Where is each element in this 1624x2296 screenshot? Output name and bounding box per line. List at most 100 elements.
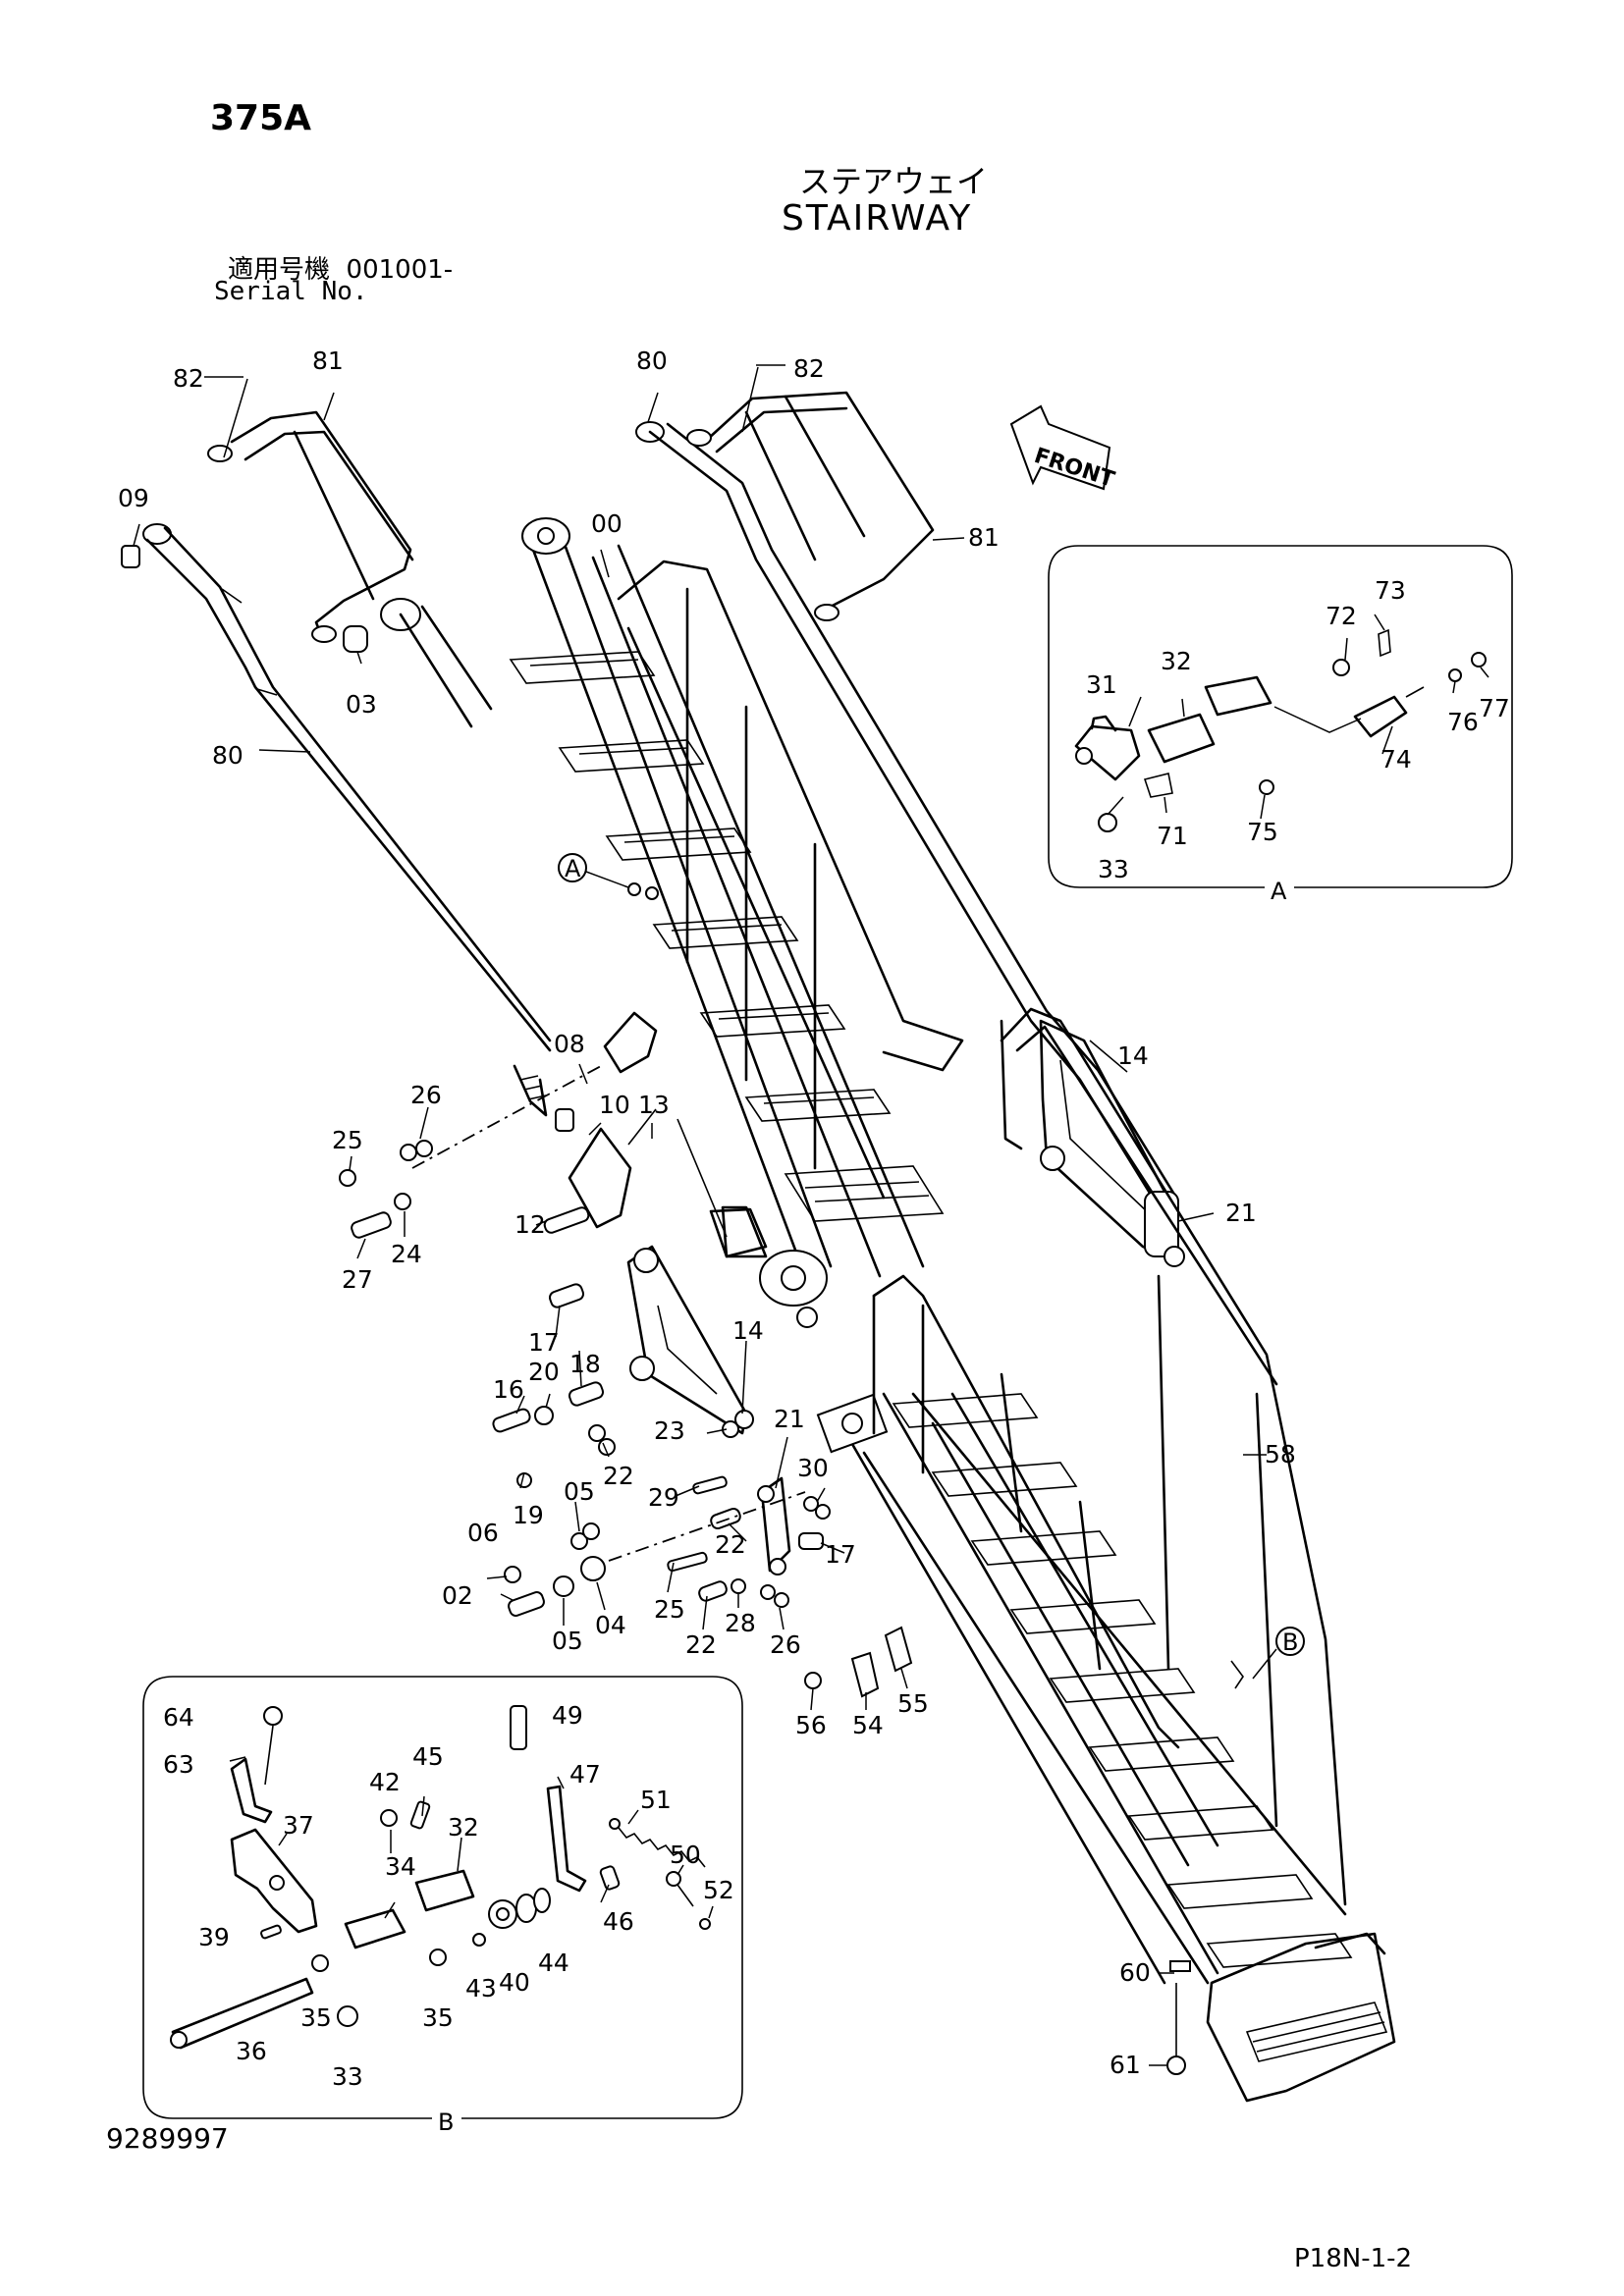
part-label: 33 — [332, 2062, 363, 2091]
part-label: 77 — [1479, 694, 1510, 722]
detail-a-labels: 31 32 33 71 72 73 74 75 76 77 — [1086, 576, 1510, 883]
part-label: 26 — [770, 1630, 801, 1659]
page-title-japanese: ステアウェイ — [799, 163, 989, 200]
part-label: 45 — [412, 1742, 444, 1771]
part-label: 14 — [732, 1316, 764, 1345]
lower-stairway: B — [816, 1007, 1396, 2103]
small-parts-main — [339, 1011, 1191, 1972]
part-label: 32 — [448, 1813, 479, 1842]
callout-leaders — [133, 364, 1267, 2066]
part-label: 12 — [514, 1210, 546, 1239]
part-label: 06 — [467, 1519, 499, 1547]
part-label: 02 — [442, 1581, 473, 1610]
serial-value: 001001- — [346, 255, 454, 285]
detail-b-labels: 64 63 37 42 45 34 32 39 35 36 33 35 43 4… — [163, 1701, 734, 2091]
detail-b-box: B — [142, 1676, 743, 2136]
part-label: 24 — [391, 1240, 422, 1268]
part-label: 44 — [538, 1949, 569, 1977]
part-label: 80 — [636, 347, 668, 375]
part-label: 04 — [595, 1611, 626, 1639]
part-label: 74 — [1380, 745, 1412, 774]
detail-a-box: A — [1048, 545, 1513, 905]
part-label: 43 — [465, 1974, 497, 2002]
part-label: 05 — [552, 1627, 583, 1655]
page-code: P18N-1-2 — [1294, 2244, 1413, 2273]
part-label: 39 — [198, 1923, 230, 1951]
part-label: 37 — [283, 1811, 314, 1840]
part-label: 56 — [795, 1711, 827, 1739]
part-label: 64 — [163, 1703, 194, 1732]
serial-label-jp-text: 適用号機 — [228, 255, 331, 285]
part-label: 22 — [715, 1530, 746, 1559]
part-label: 73 — [1375, 576, 1406, 605]
part-label: 18 — [569, 1350, 601, 1378]
part-label: 29 — [648, 1483, 679, 1512]
part-label: 19 — [513, 1501, 544, 1529]
part-label: 17 — [528, 1328, 560, 1357]
part-label: 55 — [897, 1689, 929, 1718]
part-label: 72 — [1326, 602, 1357, 630]
part-label: 03 — [346, 690, 377, 719]
part-label: 63 — [163, 1750, 194, 1779]
bracket-14-right — [1039, 1019, 1185, 1267]
part-label: 42 — [369, 1768, 401, 1796]
handrail-81-left — [207, 410, 414, 643]
part-label: 51 — [640, 1786, 672, 1814]
part-label: 14 — [1117, 1041, 1149, 1070]
part-label: 28 — [725, 1609, 756, 1637]
part-label: 20 — [528, 1358, 560, 1386]
part-label: 75 — [1247, 818, 1278, 846]
part-label: 52 — [703, 1876, 734, 1904]
page-title: STAIRWAY — [782, 198, 973, 239]
part-label: 25 — [654, 1595, 685, 1624]
serial-label: Serial No. — [214, 277, 368, 306]
front-arrow-icon: FRONT — [1009, 404, 1117, 493]
detail-b-caption: B — [438, 2109, 454, 2136]
part-label: 35 — [300, 2003, 332, 2032]
part-label: 54 — [852, 1711, 884, 1739]
part-label: 21 — [774, 1405, 805, 1433]
part-label: 50 — [670, 1841, 701, 1869]
part-label: 40 — [499, 1968, 530, 1997]
part-label: 22 — [685, 1630, 717, 1659]
part-label: 10 — [599, 1091, 630, 1119]
part-label: 22 — [603, 1462, 634, 1490]
part-label: 30 — [797, 1454, 829, 1482]
part-label: 31 — [1086, 670, 1117, 699]
part-label: 49 — [552, 1701, 583, 1730]
part-labels: 82 81 09 03 80 80 82 00 81 14 21 08 10 1… — [118, 347, 1296, 2079]
part-label: 09 — [118, 484, 149, 512]
detail-a-caption: A — [1271, 878, 1287, 905]
part-label: 33 — [1098, 855, 1129, 883]
part-label: 35 — [422, 2003, 454, 2032]
part-label: 21 — [1225, 1199, 1257, 1227]
part-label: 05 — [564, 1477, 595, 1506]
part-label: 82 — [793, 354, 825, 383]
part-label: 61 — [1110, 2051, 1141, 2079]
part-label: 32 — [1161, 647, 1192, 675]
callout-b: B — [1282, 1629, 1298, 1656]
part-label: 82 — [173, 364, 204, 393]
part-label: 25 — [332, 1126, 363, 1154]
serial-label-japanese: 適用号機 001001- — [228, 249, 453, 286]
part-label: 27 — [342, 1265, 373, 1294]
part-label: 81 — [312, 347, 344, 375]
rod-80-left — [121, 523, 552, 1117]
model-code: 375A — [210, 98, 312, 138]
part-label: 36 — [236, 2037, 267, 2065]
part-label: 80 — [212, 741, 244, 770]
part-label: 46 — [603, 1907, 634, 1936]
part-label: 13 — [638, 1091, 670, 1119]
part-label: 71 — [1157, 822, 1188, 850]
part-label: 47 — [569, 1760, 601, 1789]
part-label: 00 — [591, 509, 623, 538]
part-label: 17 — [825, 1540, 856, 1569]
part-label: 58 — [1265, 1440, 1296, 1468]
part-label: 26 — [410, 1081, 442, 1109]
part-label: 76 — [1447, 708, 1479, 736]
part-label: 81 — [968, 523, 1000, 552]
document-number: 9289997 — [106, 2122, 229, 2155]
part-label: 16 — [493, 1375, 524, 1404]
